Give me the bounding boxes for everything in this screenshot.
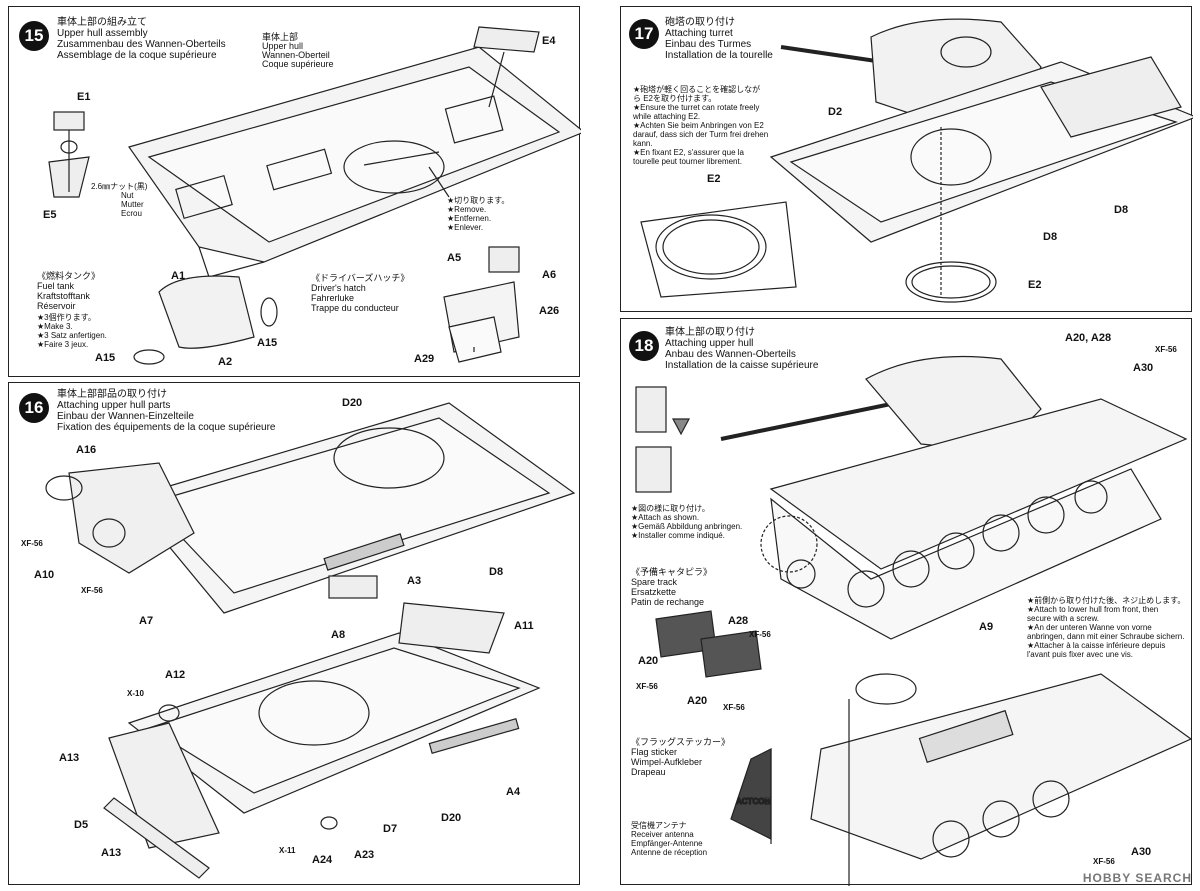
label-A1: A1 xyxy=(171,270,186,282)
label-E1: E1 xyxy=(77,91,91,103)
label-A23: A23 xyxy=(354,849,375,861)
label-A16: A16 xyxy=(76,444,97,456)
label-A24: A24 xyxy=(312,854,333,866)
label-A12: A12 xyxy=(165,669,186,681)
label-A8: A8 xyxy=(331,629,346,641)
label-D8: D8 xyxy=(489,566,504,578)
label-A20-A28: A20, A28 xyxy=(1065,332,1112,344)
label-D2: D2 xyxy=(828,106,843,118)
label-D20-bottom: D20 xyxy=(441,812,462,824)
label-A28: A28 xyxy=(728,615,749,627)
label-A11: A11 xyxy=(514,620,534,632)
label-A2: A2 xyxy=(218,356,233,368)
front-attach-note: ★前側から取り付けた後、ネジ止めします。★Attach to lower hul… xyxy=(1027,596,1186,659)
label-E2-bottom: E2 xyxy=(1028,279,1042,291)
label-A20-left: A20 xyxy=(638,655,659,667)
tank-assembly-illustration: ACTCOM xyxy=(635,355,1193,886)
label-E4: E4 xyxy=(542,35,556,47)
label-A30-top: A30 xyxy=(1133,362,1154,374)
flag-text: ACTCOM xyxy=(736,797,771,806)
label-D5: D5 xyxy=(74,819,89,831)
paint-XF-56-track-c: XF-56 xyxy=(723,703,745,712)
label-E5: E5 xyxy=(43,209,57,221)
label-A20-right: A20 xyxy=(687,695,708,707)
paint-XF-56-track-a: XF-56 xyxy=(749,630,771,639)
paint-XF-56-top: XF-56 xyxy=(1155,345,1177,354)
attach-as-shown-note: ★図の様に取り付け。★Attach as shown. ★Gemäß Abbil… xyxy=(631,504,743,540)
label-A7: A7 xyxy=(139,615,154,627)
label-A15-left: A15 xyxy=(95,352,116,364)
label-A30-bottom: A30 xyxy=(1131,846,1152,858)
remove-note: ★切り取ります。★Remove. ★Entfernen.★Enlever. xyxy=(447,196,510,232)
label-A3: A3 xyxy=(407,575,422,587)
label-E2-left: E2 xyxy=(707,173,721,185)
hobby-search-watermark: HOBBY SEARCH xyxy=(1082,871,1192,885)
step-17-number: 17 xyxy=(629,19,659,49)
label-A13-upper: A13 xyxy=(59,752,80,764)
label-D7: D7 xyxy=(383,823,398,835)
step-18-number: 18 xyxy=(629,331,659,361)
nut-caption: 2.6㎜ナット(黒) Nut Mutter Ecrou xyxy=(91,182,148,218)
turret-rotation-note: ★砲塔が軽く回ることを確認しながら E2を取り付けます。 ★Ensure the… xyxy=(633,85,769,166)
label-A10: A10 xyxy=(34,569,55,581)
paint-XF-56-b: XF-56 xyxy=(81,586,103,595)
label-A9: A9 xyxy=(979,621,994,633)
paint-XF-56-track-b: XF-56 xyxy=(636,682,658,691)
step-16-number: 16 xyxy=(19,393,49,423)
upper-hull-illustration xyxy=(48,26,581,365)
label-D8-right: D8 xyxy=(1114,204,1129,216)
flag-sticker-heading: 《フラッグステッカー》Flag sticker Wimpel-Aufkleber… xyxy=(631,737,731,777)
step-15-number: 15 xyxy=(19,21,49,51)
label-A15-right: A15 xyxy=(257,337,278,349)
paint-XF-56-a: XF-56 xyxy=(21,539,43,548)
paint-XF-56-bottom: XF-56 xyxy=(1093,857,1115,866)
label-A26: A26 xyxy=(539,305,560,317)
label-A13-lower: A13 xyxy=(101,847,122,859)
label-A6: A6 xyxy=(542,269,557,281)
label-D8-center: D8 xyxy=(1043,231,1058,243)
make-three-note: ★3個作ります。★Make 3. ★3 Satz anfertigen.★Fai… xyxy=(37,313,107,349)
hull-parts-illustration xyxy=(45,402,576,879)
turret-illustration xyxy=(640,18,1193,303)
label-A5: A5 xyxy=(447,252,462,264)
paint-X-11: X-11 xyxy=(279,846,296,855)
paint-X-10: X-10 xyxy=(127,689,144,698)
label-A4: A4 xyxy=(506,786,521,798)
label-A29: A29 xyxy=(414,353,435,365)
label-D20-top: D20 xyxy=(342,397,363,409)
